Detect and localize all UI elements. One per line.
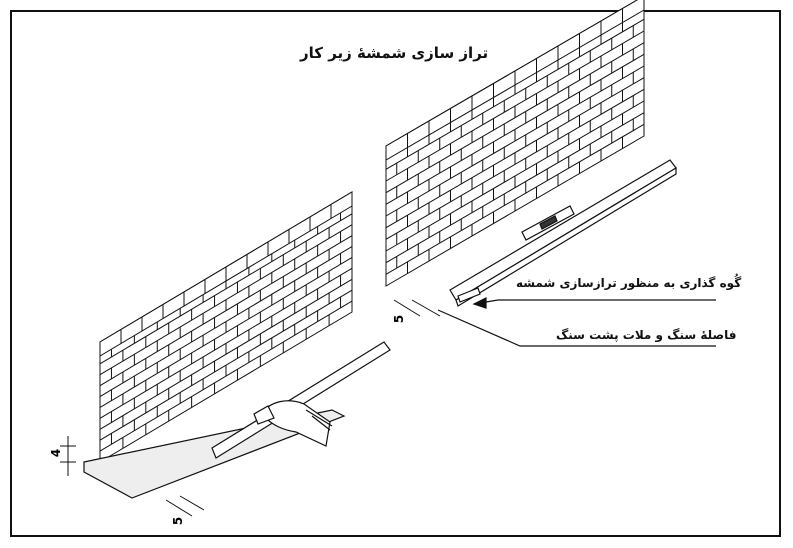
left-screed-rail: [211, 341, 391, 459]
dimension-marks: [60, 299, 441, 517]
wedge-label: گُوه گذاری به منظور ترازسازی شمشه: [516, 276, 742, 290]
right-gap-dimension: 5: [392, 314, 407, 324]
diagram-frame: [10, 10, 781, 537]
right-screed-rail: [449, 159, 677, 307]
leader-lines: [437, 297, 716, 347]
wedge: [457, 287, 481, 303]
right-wall: [385, 0, 645, 287]
left-height-dimension: 4: [49, 448, 64, 458]
left-gap-dimension: 5: [171, 516, 186, 526]
diagram-title: تراز سازی شمشهٔ زیر کار: [300, 44, 489, 62]
gap-label: فاصلهٔ سنگ و ملات پشت سنگ: [556, 328, 737, 342]
hand-with-trowel: [253, 400, 333, 447]
left-wall: [99, 191, 353, 463]
spirit-level: [521, 205, 575, 241]
